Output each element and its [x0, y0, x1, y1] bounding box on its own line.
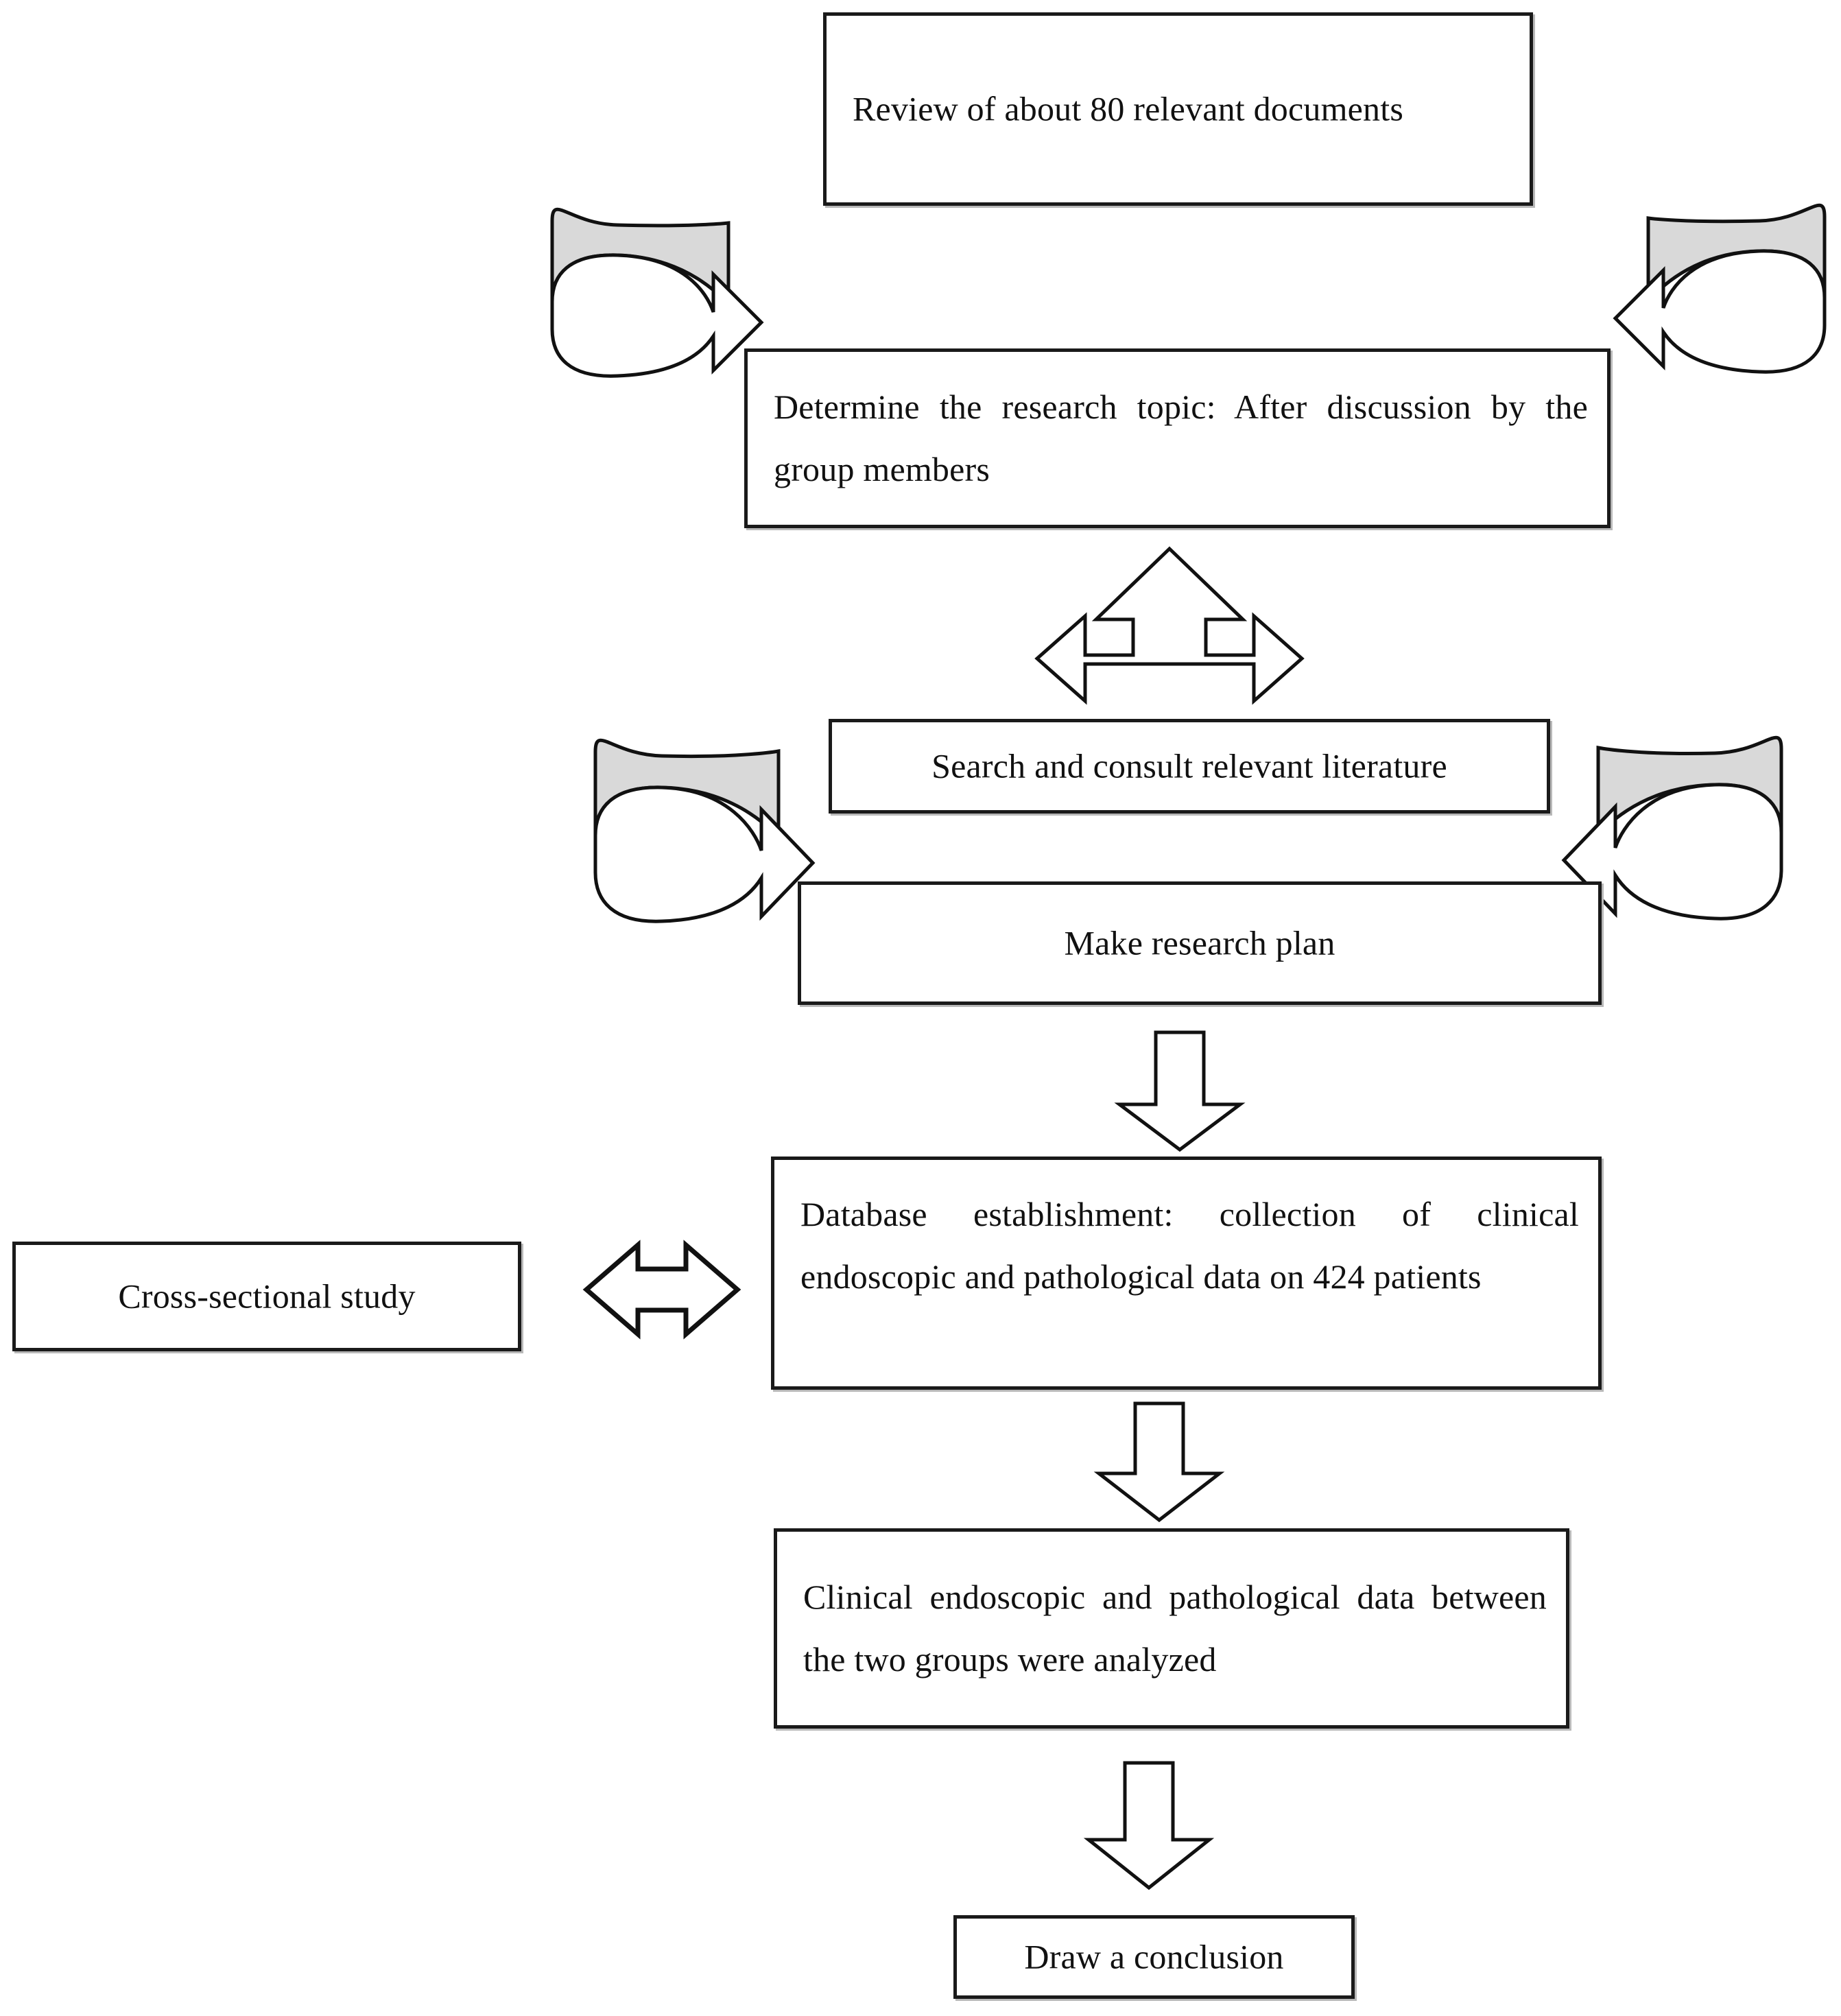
node-make-plan[interactable]: Make research plan	[798, 881, 1602, 1005]
connector-down-analyze-conc	[1083, 1761, 1215, 1890]
node-determine-topic[interactable]: Determine the research topic: After disc…	[744, 348, 1611, 528]
node-determine-topic-label: Determine the research topic: After disc…	[774, 388, 1588, 488]
node-analyze-data-label: Clinical endoscopic and pathological dat…	[803, 1578, 1547, 1679]
node-analyze-data[interactable]: Clinical endoscopic and pathological dat…	[774, 1528, 1569, 1729]
node-review-documents[interactable]: Review of about 80 relevant documents	[823, 12, 1533, 206]
node-database-establishment-label: Database establishment: collection of cl…	[800, 1195, 1579, 1296]
connector-uturn-right-top	[1613, 203, 1827, 374]
node-make-plan-label: Make research plan	[1064, 923, 1335, 962]
node-draw-conclusion[interactable]: Draw a conclusion	[953, 1915, 1355, 1999]
connector-down-plan-db	[1114, 1030, 1246, 1152]
connector-bidir-cross-db	[582, 1240, 741, 1340]
connector-uturn-left-mid	[593, 738, 816, 923]
node-search-literature-label: Search and consult relevant literature	[931, 746, 1447, 785]
connector-uturn-left-top	[550, 207, 764, 378]
node-database-establishment[interactable]: Database establishment: collection of cl…	[771, 1157, 1602, 1390]
node-draw-conclusion-label: Draw a conclusion	[1024, 1937, 1284, 1976]
node-review-documents-label: Review of about 80 relevant documents	[853, 89, 1404, 128]
connector-triple-arrow	[1034, 546, 1305, 705]
node-search-literature[interactable]: Search and consult relevant literature	[829, 719, 1550, 814]
node-cross-sectional-study-label: Cross-sectional study	[118, 1277, 416, 1316]
node-cross-sectional-study[interactable]: Cross-sectional study	[12, 1242, 521, 1351]
connector-down-db-analyze	[1093, 1401, 1225, 1523]
